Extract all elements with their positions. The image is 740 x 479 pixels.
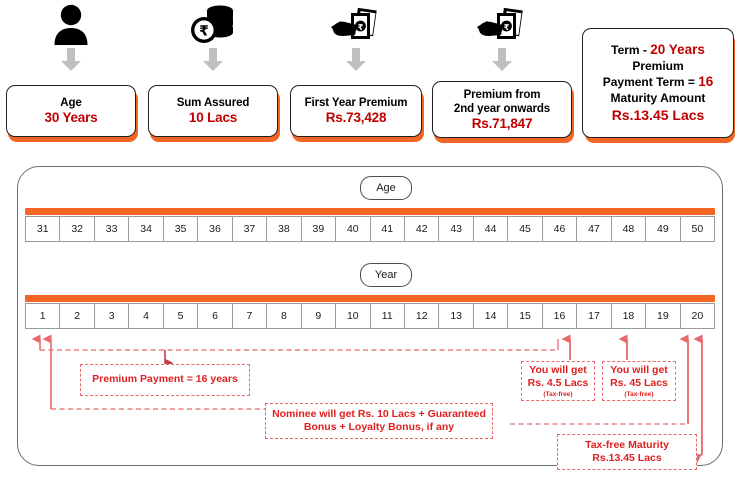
callout-maturity[interactable]: Tax-free Maturity Rs.13.45 Lacs [557, 434, 697, 470]
callout-subtext: (Tax-free) [624, 390, 654, 398]
svg-text:₹: ₹ [199, 24, 209, 40]
callout-text: Premium Payment = 16 years [92, 373, 238, 386]
year-cell[interactable]: 14 [474, 304, 509, 328]
callout-line-1: You will get [610, 363, 668, 376]
down-arrow-icon [290, 48, 422, 76]
age-cell[interactable]: 48 [612, 217, 647, 241]
age-cell[interactable]: 44 [474, 217, 509, 241]
hand-cash-icon: ₹ [432, 2, 572, 48]
callout-line-2: Rs. 45 Lacs [610, 377, 668, 389]
year-cell[interactable]: 19 [646, 304, 681, 328]
age-cell[interactable]: 45 [508, 217, 543, 241]
maturity-amount-value: Rs.13.45 Lacs [611, 107, 705, 123]
payment-term-label: Payment Term = [602, 75, 695, 89]
age-cell[interactable]: 39 [302, 217, 337, 241]
year-cell[interactable]: 7 [233, 304, 268, 328]
age-cell[interactable]: 49 [646, 217, 681, 241]
year-cell[interactable]: 3 [95, 304, 130, 328]
callout-line-2: Rs. 4.5 Lacs [527, 377, 589, 389]
age-cell[interactable]: 41 [371, 217, 405, 241]
year-pill-label: Year [360, 263, 412, 287]
card-title: Sum Assured [176, 97, 250, 109]
age-cell[interactable]: 40 [336, 217, 371, 241]
age-cell[interactable]: 36 [198, 217, 233, 241]
age-cell[interactable]: 33 [95, 217, 130, 241]
year-orange-bar [25, 295, 715, 302]
callout-text: Nominee will get Rs. 10 Lacs + Guarantee… [272, 407, 486, 434]
card-body-sum-assured[interactable]: Sum Assured 10 Lacs [148, 85, 278, 137]
callout-line-1: Tax-free Maturity [585, 438, 669, 451]
year-cell[interactable]: 12 [405, 304, 440, 328]
age-cell[interactable]: 34 [129, 217, 164, 241]
card-body-premium-2nd-year[interactable]: Premium from 2nd year onwards Rs.71,847 [432, 81, 572, 138]
year-cell[interactable]: 2 [60, 304, 95, 328]
age-cell[interactable]: 46 [543, 217, 578, 241]
summary-card-first-year-premium[interactable]: ₹ First Year Premium Rs.73,428 [290, 0, 424, 142]
age-cell[interactable]: 31 [26, 217, 61, 241]
summary-card-row: Age 30 Years ₹ [0, 0, 740, 155]
term-label: Term - [611, 43, 647, 57]
callout-line-1: You will get [529, 363, 587, 376]
year-cell[interactable]: 17 [577, 304, 612, 328]
callout-nominee[interactable]: Nominee will get Rs. 10 Lacs + Guarantee… [265, 403, 493, 439]
age-cell[interactable]: 43 [439, 217, 474, 241]
term-line-3: Payment Term = 16 [603, 74, 714, 91]
callout-line-2: Rs.13.45 Lacs [592, 452, 662, 464]
year-cell[interactable]: 16 [543, 304, 578, 328]
term-line-4: Maturity Amount [610, 90, 706, 105]
age-cell[interactable]: 50 [691, 223, 704, 235]
coins-rupee-icon: ₹ [148, 2, 278, 48]
card-value: Rs.71,847 [471, 115, 533, 131]
year-cell[interactable]: 15 [508, 304, 543, 328]
card-value: 10 Lacs [188, 110, 238, 125]
age-pill-label: Age [360, 176, 412, 200]
year-cell[interactable]: 11 [371, 304, 405, 328]
year-cell[interactable]: 1 [26, 304, 61, 328]
summary-card-age[interactable]: Age 30 Years [6, 0, 138, 142]
card-body-term[interactable]: Term - 20 Years Premium Payment Term = 1… [582, 28, 734, 138]
age-cell[interactable]: 37 [233, 217, 268, 241]
card-value: 30 Years [44, 110, 98, 125]
year-cell[interactable]: 5 [164, 304, 199, 328]
year-cell[interactable]: 20 [691, 310, 704, 322]
term-line-2: Premium [632, 58, 684, 73]
payment-term-value: 16 [698, 74, 714, 89]
svg-text:₹: ₹ [504, 23, 510, 32]
term-value: 20 Years [650, 42, 705, 57]
age-cell[interactable]: 38 [267, 217, 302, 241]
hand-cash-icon: ₹ [290, 2, 422, 48]
year-cell[interactable]: 18 [612, 304, 647, 328]
callout-payout-year-18[interactable]: You will get Rs. 45 Lacs (Tax-free) [602, 361, 676, 401]
callout-payout-year-16[interactable]: You will get Rs. 4.5 Lacs (Tax-free) [521, 361, 595, 401]
term-line-1: Term - 20 Years [611, 42, 705, 59]
callout-premium-payment[interactable]: Premium Payment = 16 years [80, 364, 250, 396]
year-cell[interactable]: 13 [439, 304, 474, 328]
age-cell[interactable]: 35 [164, 217, 199, 241]
down-arrow-icon [6, 48, 136, 76]
year-cell[interactable]: 4 [129, 304, 164, 328]
year-cell[interactable]: 10 [336, 304, 371, 328]
age-orange-bar [25, 208, 715, 215]
down-arrow-icon [432, 48, 572, 76]
card-title: Premium from 2nd year onwards [453, 88, 551, 115]
summary-card-sum-assured[interactable]: ₹ Sum Assured 10 Lacs [148, 0, 280, 142]
down-arrow-icon [148, 48, 278, 76]
svg-text:₹: ₹ [358, 23, 364, 32]
card-title: First Year Premium [304, 97, 408, 109]
callout-subtext: (Tax-free) [543, 390, 573, 398]
card-title: Age [60, 97, 82, 109]
year-cell[interactable]: 8 [267, 304, 302, 328]
age-cell[interactable]: 32 [60, 217, 95, 241]
card-body-first-year-premium[interactable]: First Year Premium Rs.73,428 [290, 85, 422, 137]
card-value: Rs.73,428 [325, 110, 387, 125]
age-cell[interactable]: 47 [577, 217, 612, 241]
summary-card-premium-2nd-year[interactable]: ₹ Premium from 2nd year onwards Rs.71,84… [432, 0, 574, 143]
person-icon [6, 2, 136, 48]
year-cell[interactable]: 6 [198, 304, 233, 328]
age-cell[interactable]: 42 [405, 217, 440, 241]
card-body-age[interactable]: Age 30 Years [6, 85, 136, 137]
year-cell[interactable]: 9 [302, 304, 337, 328]
